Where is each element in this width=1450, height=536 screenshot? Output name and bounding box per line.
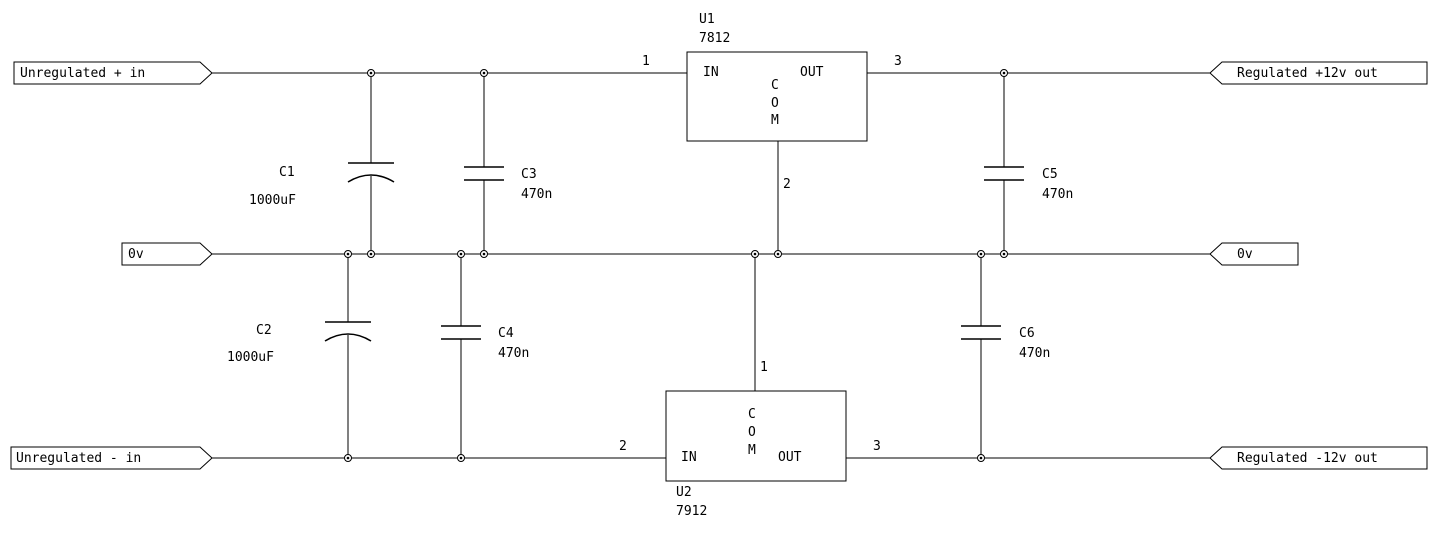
port-ov-left-symbol bbox=[121, 242, 213, 266]
capacitor-c2 bbox=[324, 321, 372, 342]
junction-dot bbox=[774, 250, 782, 258]
c4-ref: C4 bbox=[498, 326, 514, 341]
junction-dot bbox=[977, 250, 985, 258]
port-ov-right-label: 0v bbox=[1237, 247, 1253, 262]
capacitor-c6 bbox=[961, 325, 1001, 340]
regulator-u1-body bbox=[686, 51, 868, 142]
c2-value: 1000uF bbox=[227, 350, 274, 365]
u1-ref: U1 bbox=[699, 12, 715, 27]
u1-out-label: OUT bbox=[800, 65, 824, 80]
junction-dot bbox=[751, 250, 759, 258]
junction-dot bbox=[344, 250, 352, 258]
u1-com-o: O bbox=[771, 96, 779, 111]
u2-ref: U2 bbox=[676, 485, 692, 500]
c3-value: 470n bbox=[521, 187, 552, 202]
junction-dot bbox=[457, 454, 465, 462]
c1-value: 1000uF bbox=[249, 193, 296, 208]
u2-pin-in: 2 bbox=[619, 439, 627, 454]
c5-ref: C5 bbox=[1042, 167, 1058, 182]
port-reg-neg-symbol bbox=[1209, 446, 1428, 470]
c1-plate-curved bbox=[347, 174, 395, 183]
u2-com-c: C bbox=[748, 407, 756, 422]
capacitor-c3 bbox=[464, 166, 504, 181]
port-reg-neg-label: Regulated -12v out bbox=[1237, 451, 1378, 466]
u2-out-label: OUT bbox=[778, 450, 802, 465]
junction-dot bbox=[977, 454, 985, 462]
c2-ref: C2 bbox=[256, 323, 272, 338]
u2-com-m: M bbox=[748, 443, 756, 458]
u1-com-c: C bbox=[771, 78, 779, 93]
junction-dot bbox=[480, 250, 488, 258]
junction-dot bbox=[1000, 69, 1008, 77]
u1-part: 7812 bbox=[699, 31, 730, 46]
port-ov-left-label: 0v bbox=[128, 247, 144, 262]
port-unreg-neg-symbol bbox=[10, 446, 213, 470]
port-reg-pos-label: Regulated +12v out bbox=[1237, 66, 1378, 81]
junction-dot bbox=[367, 250, 375, 258]
junction-dot bbox=[367, 69, 375, 77]
u1-pin-out: 3 bbox=[894, 54, 902, 69]
capacitor-c4 bbox=[441, 325, 481, 340]
u2-pin-com: 1 bbox=[760, 360, 768, 375]
u1-pin-in: 1 bbox=[642, 54, 650, 69]
port-unreg-pos-label: Unregulated + in bbox=[20, 66, 145, 81]
c5-value: 470n bbox=[1042, 187, 1073, 202]
port-ov-right-symbol bbox=[1209, 242, 1299, 266]
port-reg-pos-symbol bbox=[1209, 61, 1428, 85]
c6-value: 470n bbox=[1019, 346, 1050, 361]
c3-ref: C3 bbox=[521, 167, 537, 182]
junction-dot bbox=[1000, 250, 1008, 258]
junctions bbox=[344, 69, 1008, 462]
c1-ref: C1 bbox=[279, 165, 295, 180]
u2-pin-out: 3 bbox=[873, 439, 881, 454]
capacitor-c1 bbox=[347, 162, 395, 183]
c2-plate-curved bbox=[324, 333, 372, 342]
junction-dot bbox=[457, 250, 465, 258]
u1-in-label: IN bbox=[703, 65, 719, 80]
u2-com-o: O bbox=[748, 425, 756, 440]
u1-com-m: M bbox=[771, 113, 779, 128]
c4-value: 470n bbox=[498, 346, 529, 361]
junction-dot bbox=[344, 454, 352, 462]
port-unreg-neg-label: Unregulated - in bbox=[16, 451, 141, 466]
junction-dot bbox=[480, 69, 488, 77]
c6-ref: C6 bbox=[1019, 326, 1035, 341]
capacitor-c5 bbox=[984, 166, 1024, 181]
u1-pin-com: 2 bbox=[783, 177, 791, 192]
port-unreg-pos-symbol bbox=[13, 61, 213, 85]
u2-part: 7912 bbox=[676, 504, 707, 519]
u2-in-label: IN bbox=[681, 450, 697, 465]
regulator-u2-body bbox=[665, 390, 847, 482]
